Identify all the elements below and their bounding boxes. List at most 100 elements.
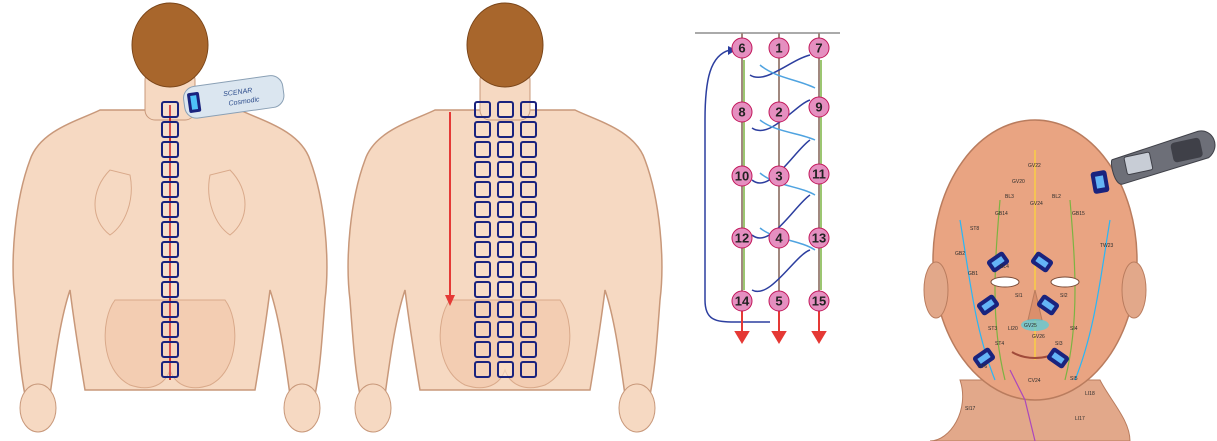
- electrode-pad: [475, 122, 490, 137]
- flow-node-label: 4: [775, 231, 783, 246]
- acupoint-label: LI20: [1008, 326, 1018, 332]
- acupoint-label: LI18: [1085, 391, 1095, 397]
- flow-node-13: 13: [809, 228, 829, 248]
- acupoint-label: TW23: [1100, 243, 1114, 249]
- acupoint-label: GV25: [1024, 323, 1037, 329]
- electrode-pad: [521, 242, 536, 257]
- electrode-pad: [498, 202, 513, 217]
- electrode-pad: [162, 342, 178, 357]
- electrode-pad: [475, 282, 490, 297]
- scenar-device-face: [1108, 128, 1217, 185]
- electrode-pad: [498, 322, 513, 337]
- hand-right-2: [619, 384, 655, 432]
- back-figure-single-strip: SCENAR Cosmodic: [0, 0, 330, 441]
- flow-node-label: 7: [815, 41, 822, 56]
- electrode-pad: [521, 302, 536, 317]
- acupoint-label: GV20: [1012, 179, 1025, 185]
- acupoint-label: SI4: [1070, 326, 1078, 332]
- acupoint-label: ST3: [988, 326, 997, 332]
- electrode-pad: [162, 182, 178, 197]
- acupoint-label: BL4: [1000, 264, 1009, 270]
- acupoint-label: GV26: [1032, 334, 1045, 340]
- electrode-pad: [521, 222, 536, 237]
- return-loop-arrow: [705, 50, 770, 322]
- electrode-pad: [498, 302, 513, 317]
- electrode-pad: [162, 142, 178, 157]
- electrode-pad: [475, 222, 490, 237]
- electrode-pad: [162, 162, 178, 177]
- hand-left-2: [355, 384, 391, 432]
- acupoint-label: CV24: [1028, 378, 1041, 384]
- electrode-pad: [521, 182, 536, 197]
- electrode-pad: [475, 322, 490, 337]
- electrode-pad: [162, 282, 178, 297]
- flow-node-4: 4: [769, 228, 789, 248]
- acupoint-label: GB1: [968, 271, 978, 277]
- flow-node-label: 12: [735, 231, 749, 246]
- flow-node-label: 3: [775, 169, 782, 184]
- acupoint-label: ST6: [978, 364, 987, 370]
- electrode-pad: [498, 162, 513, 177]
- electrode-pad: [162, 262, 178, 277]
- head-hair: [132, 3, 208, 87]
- flow-node-11: 11: [809, 164, 829, 184]
- electrode-pad: [162, 322, 178, 337]
- flow-node-label: 9: [815, 100, 822, 115]
- acupoint-label: SI3: [1055, 341, 1063, 347]
- electrode-pad: [475, 162, 490, 177]
- sequence-diagram-svg: 6 1 7 8 2 9 10 3 11 12 4 13 14 5 15: [690, 0, 850, 441]
- flow-node-label: 1: [775, 41, 782, 56]
- flow-node-9: 9: [809, 97, 829, 117]
- electrode-pad: [498, 122, 513, 137]
- flow-node-8: 8: [732, 102, 752, 122]
- electrode-pad: [521, 342, 536, 357]
- acupoint-label: SI5: [1070, 376, 1078, 382]
- acupoint-label: GV24: [1030, 201, 1043, 207]
- hand-left: [20, 384, 56, 432]
- flow-node-3: 3: [769, 166, 789, 186]
- back-figure-three-strips: [335, 0, 675, 441]
- electrode-pad: [475, 182, 490, 197]
- flow-node-12: 12: [732, 228, 752, 248]
- head-hair-2: [467, 3, 543, 87]
- flow-node-14: 14: [732, 291, 752, 311]
- hand-right: [284, 384, 320, 432]
- electrode-pad: [475, 302, 490, 317]
- electrode-pad: [162, 222, 178, 237]
- electrode-sequence-diagram: 6 1 7 8 2 9 10 3 11 12 4 13 14 5 15: [690, 0, 850, 441]
- flow-nodes: 6 1 7 8 2 9 10 3 11 12 4 13 14 5 15: [732, 38, 829, 311]
- electrode-pad: [162, 242, 178, 257]
- electrode-pad: [162, 202, 178, 217]
- electrode-pad: [498, 102, 513, 117]
- acupoint-label: ST4: [995, 341, 1004, 347]
- electrode-pad: [475, 142, 490, 157]
- flow-node-6: 6: [732, 38, 752, 58]
- back-figure-three-strips-illustration: [335, 0, 675, 441]
- electrode-pad: [521, 362, 536, 377]
- flow-node-label: 2: [775, 105, 782, 120]
- acupoint-label: GV22: [1028, 163, 1041, 169]
- flow-node-15: 15: [809, 291, 829, 311]
- flow-node-label: 6: [738, 41, 745, 56]
- electrode-pad: [475, 262, 490, 277]
- electrode-pad: [521, 202, 536, 217]
- back-figure-single-strip-illustration: SCENAR Cosmodic: [0, 0, 330, 441]
- flow-node-label: 5: [775, 294, 782, 309]
- acupoint-label: SI17: [965, 406, 976, 412]
- eye-right: [1051, 277, 1079, 287]
- flow-node-7: 7: [809, 38, 829, 58]
- electrode-pad: [521, 102, 536, 117]
- eye-left: [991, 277, 1019, 287]
- electrode-pad: [521, 322, 536, 337]
- electrode-pad: [521, 142, 536, 157]
- flow-node-2: 2: [769, 102, 789, 122]
- flow-node-10: 10: [732, 166, 752, 186]
- electrode-pad: [498, 262, 513, 277]
- electrode-pad: [162, 362, 178, 377]
- electrode-pad: [475, 342, 490, 357]
- electrode-pad: [498, 242, 513, 257]
- electrode-pad: [162, 122, 178, 137]
- electrode-pad: [498, 342, 513, 357]
- flow-node-label: 11: [812, 167, 826, 182]
- acupoint-label: SI1: [1015, 293, 1023, 299]
